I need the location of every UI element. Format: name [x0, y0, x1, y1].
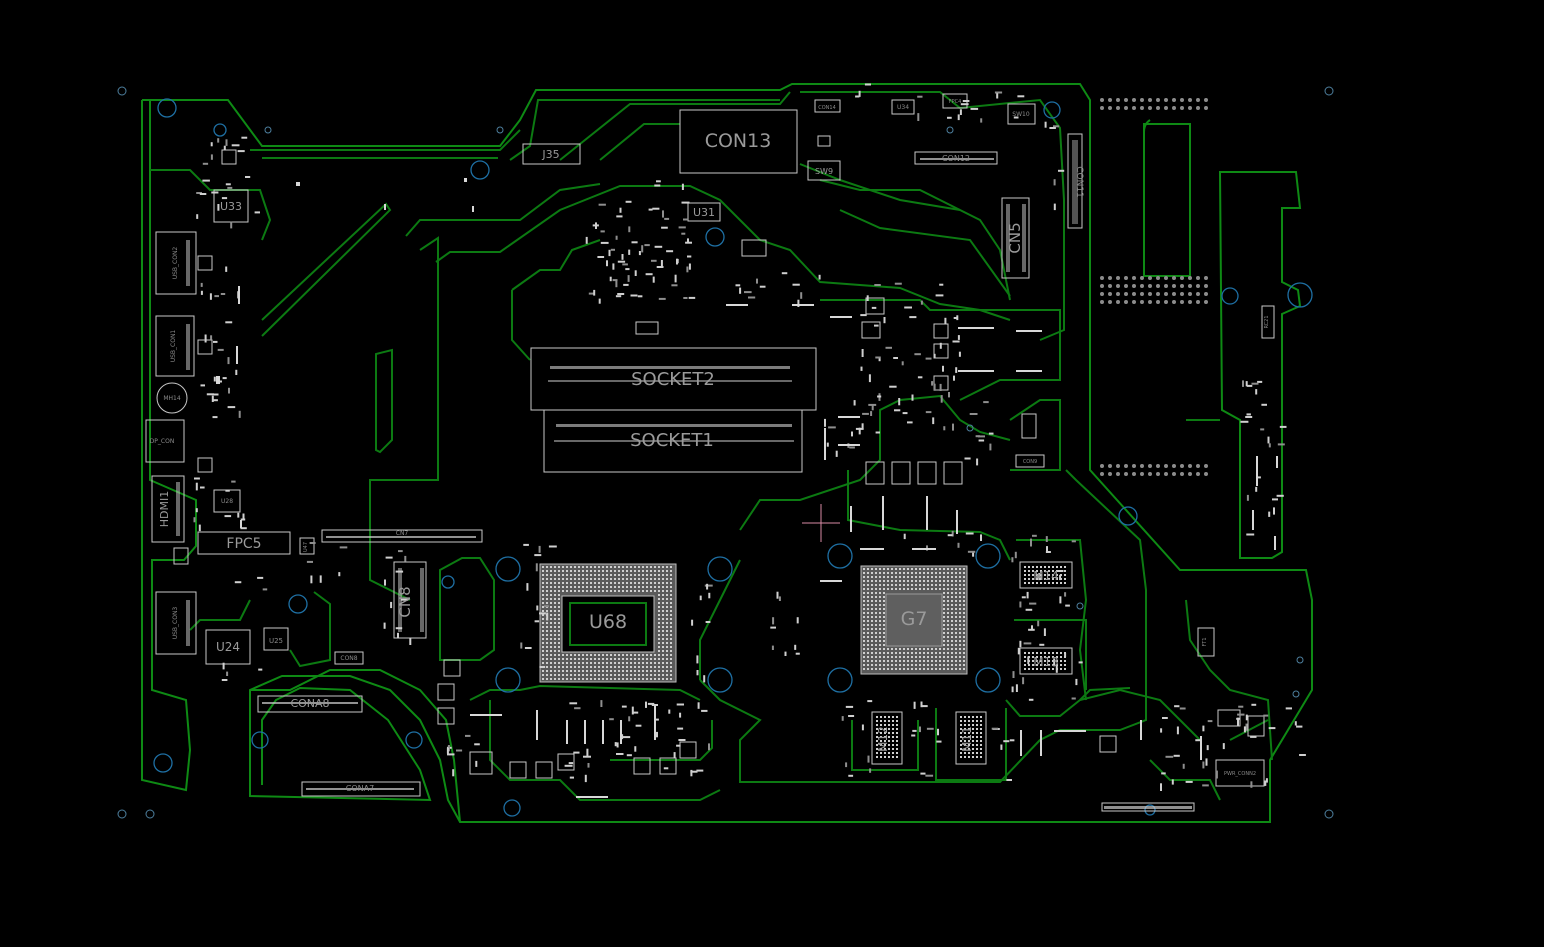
con14-outline: [814, 99, 841, 113]
con12-outline: [914, 151, 998, 165]
ft1-outline: [1197, 627, 1215, 657]
label-m11: M11: [960, 726, 974, 752]
mh14-outline: [156, 382, 188, 414]
sw10-outline: [1007, 103, 1036, 125]
label-sw10: SW10: [1012, 111, 1030, 118]
cona7-outline: [301, 781, 421, 797]
socket1-outline: [543, 409, 803, 473]
con13-outline: [679, 109, 798, 174]
hdmi1-outline: [151, 475, 185, 543]
connector-pins: [176, 140, 1192, 809]
mounting-holes: [117, 86, 1334, 819]
m14-outline: [1019, 561, 1073, 589]
u31-outline: [687, 202, 721, 222]
j35-outline: [522, 143, 581, 165]
cn5-outline: [1001, 197, 1030, 279]
m12-outline: [871, 711, 903, 765]
con9-outline: [1015, 454, 1045, 468]
pad-arrays: [542, 98, 1208, 758]
label-u24: U24: [216, 640, 240, 654]
label-con11: CON11: [1074, 166, 1084, 198]
dp-con-outline: [145, 419, 185, 463]
label-dp-con: DP_CON: [150, 438, 175, 445]
rc21-outline: [1261, 305, 1275, 339]
con8-outline: [334, 651, 364, 665]
m11-outline: [955, 711, 987, 765]
label-ft1: FT1: [1202, 637, 1208, 646]
label-j35: J35: [541, 148, 559, 161]
label-m14: M14: [1033, 569, 1059, 583]
u34-outline: [891, 99, 915, 115]
con11-outline: [1067, 133, 1083, 229]
sw9-outline: [807, 160, 841, 181]
label-u33: U33: [220, 200, 242, 213]
label-cn7: CN7: [396, 530, 409, 537]
usb-con1-outline: [155, 315, 195, 377]
label-u68: U68: [589, 611, 627, 633]
board-outline: [141, 83, 1313, 823]
usb-con2-outline: [155, 231, 197, 295]
label-g7: G7: [901, 608, 928, 630]
label-rc21: RC21: [1264, 315, 1270, 328]
u24-outline: [205, 629, 251, 665]
u25-outline: [263, 627, 289, 651]
label-u31: U31: [693, 206, 715, 219]
label-cn8: CN8: [396, 586, 414, 617]
bga-g7: [860, 565, 968, 675]
label-usb-con2: USB_CON2: [172, 247, 179, 280]
u47-outline: [299, 537, 315, 555]
label-mh14: MH14: [163, 395, 181, 402]
ref-labels: CON13 J35 U31 U33 SW9 SW10 CON14 U34 FPC…: [150, 99, 1270, 793]
label-u28: U28: [221, 498, 233, 505]
usb-con3-outline: [155, 591, 197, 655]
label-socket1: SOCKET1: [630, 430, 714, 451]
cn7-outline: [321, 529, 483, 543]
cona8-outline: [257, 695, 363, 713]
label-cona7: CONA7: [346, 784, 374, 793]
label-sw9: SW9: [815, 167, 833, 176]
label-hdmi1: HDMI1: [158, 491, 171, 527]
m13-outline: [1019, 647, 1073, 675]
label-con8: CON8: [340, 655, 357, 662]
label-usb-con1: USB_CON1: [170, 330, 177, 363]
label-u34: U34: [897, 104, 909, 111]
label-u25: U25: [269, 637, 283, 645]
label-con14: CON14: [818, 105, 836, 111]
label-cn5: CN5: [1006, 222, 1024, 253]
label-fpc4: FPC4: [949, 99, 962, 105]
pcb-num-outline: [1101, 802, 1195, 812]
silkscreen-outlines: [145, 93, 1275, 812]
label-con13: CON13: [705, 130, 772, 152]
label-pwr-conn2: PWR_CONN2: [1224, 771, 1256, 777]
fpc5-outline: [197, 531, 291, 555]
label-cona8: CONA8: [290, 697, 329, 710]
label-socket2: SOCKET2: [631, 369, 715, 390]
label-m12: M12: [876, 726, 890, 752]
label-con9: CON9: [1023, 459, 1037, 465]
label-con12: CON12: [942, 154, 970, 163]
label-fpc5: FPC5: [226, 536, 261, 552]
label-usb-con3: USB_CON3: [172, 607, 179, 640]
small-pads: [193, 83, 1306, 798]
label-m13: M13: [1033, 655, 1059, 669]
crosshair-marker: [802, 504, 840, 542]
label-u47: U47: [303, 542, 309, 552]
